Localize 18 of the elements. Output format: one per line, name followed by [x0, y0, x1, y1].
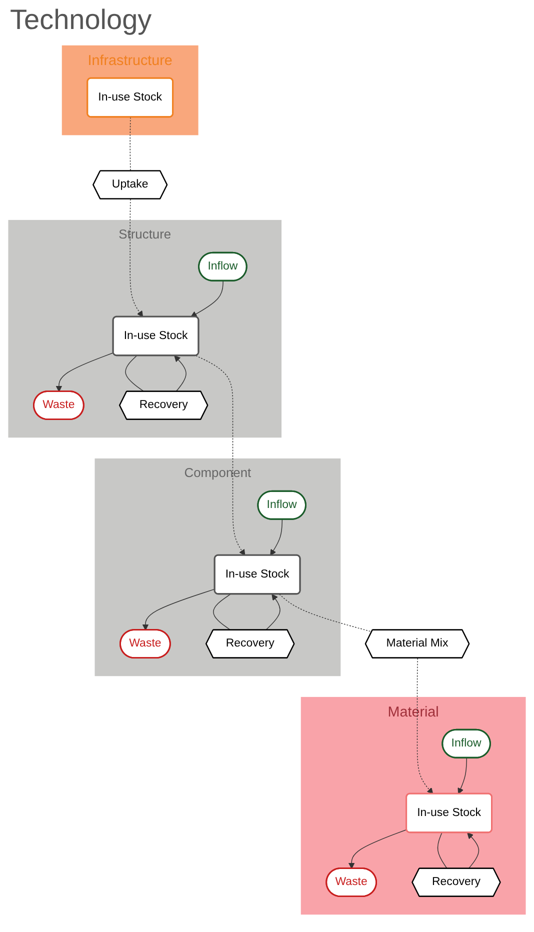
- arrow: [174, 355, 186, 392]
- arrow: [416, 658, 434, 794]
- connector: [125, 355, 144, 392]
- arrow: [190, 280, 224, 318]
- connector: [279, 594, 372, 632]
- arrow: [130, 198, 144, 318]
- arrow: [458, 758, 468, 794]
- connector: [213, 594, 231, 630]
- connector: [130, 116, 131, 172]
- arrow: [196, 355, 246, 556]
- arrow: [270, 519, 283, 556]
- arrow: [348, 829, 408, 869]
- connector: [437, 832, 448, 869]
- arrow: [265, 594, 280, 630]
- arrow: [56, 352, 114, 392]
- arrow: [142, 588, 216, 630]
- arrow: [467, 832, 480, 869]
- section-heading: Technology: [10, 4, 153, 36]
